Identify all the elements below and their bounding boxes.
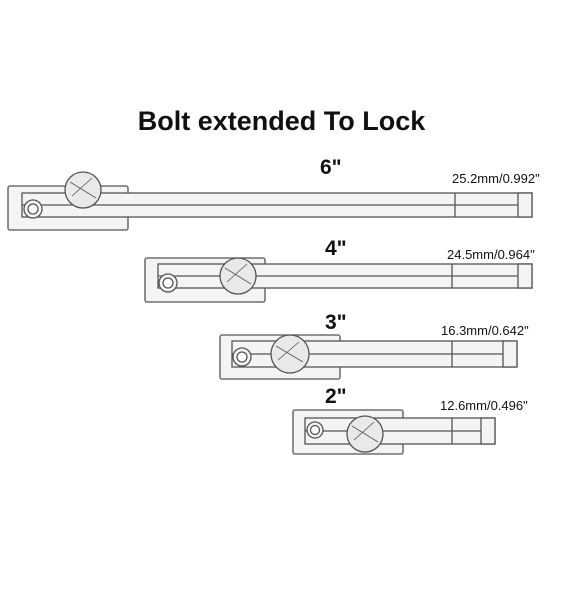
bolt-tip bbox=[517, 192, 533, 218]
bolt-tip bbox=[502, 340, 518, 368]
bolt-size-label-3: 3" bbox=[325, 311, 347, 334]
bolt-size-label-2: 2" bbox=[325, 385, 347, 408]
bolt-extension-label-3: 16.3mm/0.642" bbox=[441, 323, 529, 338]
barrel-bolt-4-inch bbox=[144, 257, 533, 303]
screw-hole-inner bbox=[162, 277, 174, 289]
screw-hole-inner bbox=[27, 203, 39, 215]
bolt-extension-label-6: 25.2mm/0.992" bbox=[452, 171, 540, 186]
diagram-title: Bolt extended To Lock bbox=[137, 106, 426, 136]
screw-hole-inner bbox=[309, 424, 321, 436]
bolt-size-label-4: 4" bbox=[325, 237, 347, 260]
bolt-extension-label-4: 24.5mm/0.964" bbox=[447, 247, 535, 262]
bolt-tip bbox=[480, 417, 496, 445]
barrel-bolt-3-inch bbox=[219, 334, 518, 380]
screw-hole-inner bbox=[236, 351, 248, 363]
barrel-bolt-6-inch bbox=[7, 171, 533, 231]
bolt-extension-label-2: 12.6mm/0.496" bbox=[440, 398, 528, 413]
barrel-bolt-2-inch bbox=[292, 409, 496, 455]
bolt-tip bbox=[517, 263, 533, 289]
bolt-size-label-6: 6" bbox=[320, 156, 342, 179]
